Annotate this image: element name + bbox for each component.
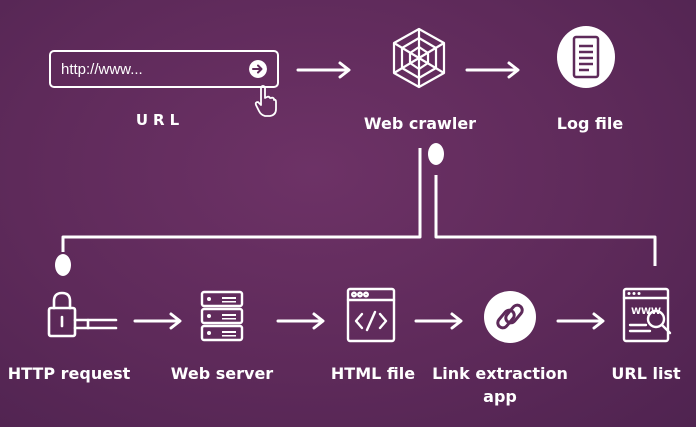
label-url: URL xyxy=(135,111,185,129)
arrow-url-to-crawler xyxy=(296,61,351,79)
label-web-crawler: Web crawler xyxy=(363,114,477,133)
arrow-crawler-to-log xyxy=(465,61,520,79)
arrow-html-to-link xyxy=(414,312,463,330)
label-link-extraction-line1: Link extraction xyxy=(432,364,568,383)
label-link-extraction-line2: app xyxy=(483,387,517,406)
hand-pointer-icon xyxy=(254,85,277,117)
connector-dot-crawler xyxy=(428,143,444,165)
server-rack-icon xyxy=(200,290,244,342)
spider-web-icon xyxy=(392,27,446,89)
label-web-server: Web server xyxy=(170,364,274,383)
label-http-request: HTTP request xyxy=(7,364,131,383)
document-icon xyxy=(557,26,615,88)
url-input-value: http://www... xyxy=(61,60,143,78)
label-url-list: URL list xyxy=(611,364,681,383)
code-window-icon xyxy=(346,287,396,343)
arrow-server-to-html xyxy=(276,312,325,330)
chain-link-icon xyxy=(484,291,536,343)
label-log-file: Log file xyxy=(556,114,624,133)
url-input[interactable]: http://www... xyxy=(49,50,279,88)
connector-dot-http xyxy=(55,254,71,276)
www-search-window-icon: WWW xyxy=(622,287,672,343)
lock-key-icon xyxy=(47,291,118,338)
svg-text:WWW: WWW xyxy=(631,307,661,317)
label-html-file: HTML file xyxy=(330,364,416,383)
arrow-link-to-urllist xyxy=(556,312,605,330)
go-arrow-icon[interactable] xyxy=(249,60,267,78)
arrow-http-to-server xyxy=(133,312,182,330)
